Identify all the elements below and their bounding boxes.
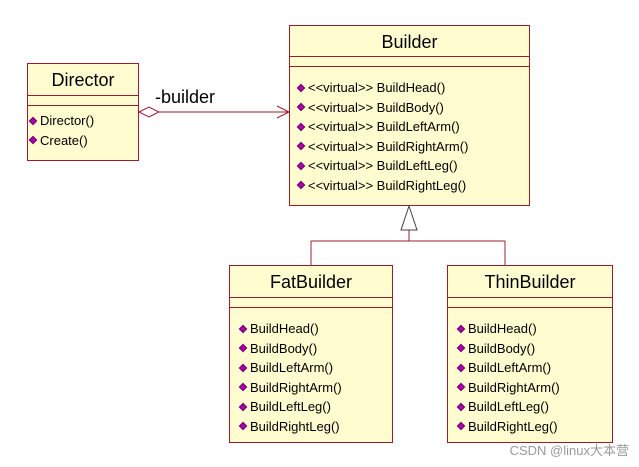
operations-list: <<virtual>> BuildHead() <<virtual>> Buil… bbox=[290, 67, 529, 195]
operation-item: BuildRightArm() bbox=[456, 378, 612, 398]
class-director[interactable]: Director Director() Create() bbox=[27, 63, 139, 161]
attributes-compartment bbox=[230, 298, 392, 308]
operation-item: Director() bbox=[28, 111, 138, 131]
operations-list: Director() Create() bbox=[28, 106, 138, 150]
operation-icon bbox=[28, 116, 38, 125]
operation-item: <<virtual>> BuildHead() bbox=[296, 78, 529, 98]
operation-icon bbox=[238, 422, 248, 431]
operation-item: <<virtual>> BuildLeftLeg() bbox=[296, 156, 529, 176]
operation-item: <<virtual>> BuildLeftArm() bbox=[296, 117, 529, 137]
operation-icon bbox=[238, 383, 248, 392]
class-thinbuilder[interactable]: ThinBuilder BuildHead() BuildBody() Buil… bbox=[447, 265, 613, 443]
operations-list: BuildHead() BuildBody() BuildLeftArm() B… bbox=[230, 308, 392, 436]
operation-icon bbox=[238, 324, 248, 333]
operation-item: BuildRightLeg() bbox=[238, 417, 392, 437]
operation-icon bbox=[238, 363, 248, 372]
operation-item: BuildLeftArm() bbox=[238, 358, 392, 378]
operation-icon bbox=[238, 402, 248, 411]
aggregation-role-label: -builder bbox=[155, 87, 216, 107]
operation-item: <<virtual>> BuildBody() bbox=[296, 98, 529, 118]
operation-icon bbox=[456, 324, 466, 333]
operation-icon bbox=[296, 181, 306, 190]
attributes-compartment bbox=[28, 96, 138, 106]
class-name: ThinBuilder bbox=[448, 266, 612, 298]
operation-icon bbox=[456, 422, 466, 431]
operation-icon bbox=[238, 344, 248, 353]
operation-icon bbox=[296, 103, 306, 112]
operation-icon bbox=[456, 383, 466, 392]
operation-icon bbox=[296, 142, 306, 151]
class-name: FatBuilder bbox=[230, 266, 392, 298]
operation-icon bbox=[296, 83, 306, 92]
aggregation-diamond bbox=[137, 106, 161, 118]
operation-item: Create() bbox=[28, 131, 138, 151]
operation-item: BuildHead() bbox=[238, 319, 392, 339]
operation-item: BuildBody() bbox=[238, 339, 392, 359]
attributes-compartment bbox=[290, 57, 529, 67]
operation-icon bbox=[456, 402, 466, 411]
operation-icon bbox=[456, 344, 466, 353]
class-fatbuilder[interactable]: FatBuilder BuildHead() BuildBody() Build… bbox=[229, 265, 393, 443]
operation-icon bbox=[296, 161, 306, 170]
operation-item: BuildLeftLeg() bbox=[456, 397, 612, 417]
operations-list: BuildHead() BuildBody() BuildLeftArm() B… bbox=[448, 308, 612, 436]
operation-item: BuildHead() bbox=[456, 319, 612, 339]
attributes-compartment bbox=[448, 298, 612, 308]
operation-item: BuildRightLeg() bbox=[456, 417, 612, 437]
operation-item: BuildLeftArm() bbox=[456, 358, 612, 378]
operation-item: BuildLeftLeg() bbox=[238, 397, 392, 417]
operation-icon bbox=[456, 363, 466, 372]
operation-item: BuildRightArm() bbox=[238, 378, 392, 398]
operation-icon bbox=[296, 122, 306, 131]
class-builder[interactable]: Builder <<virtual>> BuildHead() <<virtua… bbox=[289, 25, 530, 206]
class-name: Builder bbox=[290, 26, 529, 57]
operation-icon bbox=[28, 136, 38, 145]
operation-item: <<virtual>> BuildRightArm() bbox=[296, 137, 529, 157]
operation-item: <<virtual>> BuildRightLeg() bbox=[296, 176, 529, 196]
watermark: CSDN @linux大本营 bbox=[509, 443, 629, 458]
class-name: Director bbox=[28, 64, 138, 96]
generalization-triangle bbox=[400, 204, 418, 231]
operation-item: BuildBody() bbox=[456, 339, 612, 359]
